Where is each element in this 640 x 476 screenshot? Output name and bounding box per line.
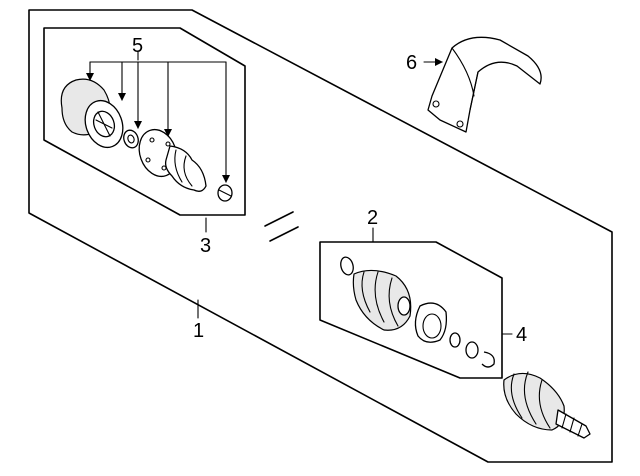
callout-4: 4	[516, 324, 527, 346]
callout-5: 5	[132, 35, 143, 57]
leader-lines	[86, 51, 513, 335]
callout-3: 3	[200, 235, 211, 257]
inner-joint-kit-outline	[319, 241, 503, 379]
outer-joint-parts	[60, 78, 233, 202]
heat-shield-part	[427, 36, 542, 133]
inner-joint-parts	[340, 256, 495, 368]
outer-joint-kit-outline	[43, 27, 246, 216]
callout-2: 2	[367, 207, 378, 229]
callout-6: 6	[406, 52, 417, 74]
callout-1: 1	[193, 320, 204, 342]
inner-boot-shaft	[503, 371, 591, 439]
separator-marks	[264, 211, 299, 242]
axle-assembly-outline	[28, 9, 613, 463]
